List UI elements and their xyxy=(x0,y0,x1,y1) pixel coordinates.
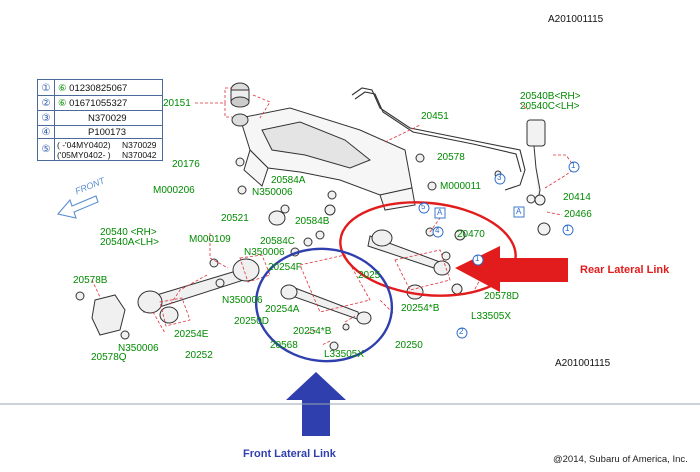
part-label: 20414 xyxy=(563,192,591,203)
part-label: N350006 xyxy=(252,187,293,198)
square-ref-a: A xyxy=(516,207,522,216)
part-label: 20254F xyxy=(268,262,302,273)
rear-lateral-link-part xyxy=(367,227,466,295)
part-label: 20584A xyxy=(271,175,306,186)
part-label: N350006 xyxy=(244,247,285,258)
front-lateral-link-part xyxy=(280,284,372,351)
part-label: N350006 xyxy=(222,295,263,306)
legend-divider xyxy=(38,110,162,111)
legend-row-5b-code: N370042 xyxy=(122,150,157,160)
front-lateral-link-caption: Front Lateral Link xyxy=(243,448,336,460)
part-label: 20584B xyxy=(295,216,330,227)
legend-num: ③ xyxy=(41,113,51,124)
part-label: 20584C xyxy=(260,236,296,247)
part-label: 20578D xyxy=(484,291,520,302)
ref-3: 3 xyxy=(497,173,502,182)
rear-lateral-link-caption: Rear Lateral Link xyxy=(580,264,670,276)
legend-row-5a-code: N370029 xyxy=(122,140,157,150)
small-fasteners xyxy=(235,153,437,300)
part-label: 20578B xyxy=(73,275,108,286)
part-label: M000206 xyxy=(153,185,195,196)
part-label: 20540C<LH> xyxy=(520,101,580,112)
part-label: 2025 xyxy=(358,270,381,281)
ref-1: 1 xyxy=(571,161,576,170)
part-label: 20254A xyxy=(265,304,300,315)
ref-1: 1 xyxy=(565,224,570,233)
part-label: M000109 xyxy=(189,234,231,245)
part-label: 20521 xyxy=(221,213,249,224)
legend-row-1: ⑥ 01230825067 xyxy=(58,83,128,94)
legend-row-5b: ('05MY0402- ) xyxy=(57,150,111,160)
part-label: M000011 xyxy=(440,181,481,192)
part-label: 20578Q xyxy=(91,352,127,363)
part-label: 20252 xyxy=(185,350,213,361)
part-label: 20540B<RH> xyxy=(520,91,581,102)
part-label: 20578 xyxy=(437,152,465,163)
legend-num: ② xyxy=(41,98,51,109)
part-label: 20568 xyxy=(270,340,298,351)
ref-2: 2 xyxy=(459,327,464,336)
square-refs xyxy=(434,206,525,219)
ref-4: 4 xyxy=(435,226,440,235)
stabilizer-bar xyxy=(351,87,526,191)
diagram-id-bottom: A201001115 xyxy=(555,358,611,369)
legend-num: ④ xyxy=(41,127,51,138)
legend-divider xyxy=(38,125,162,126)
legend-divider xyxy=(54,80,55,160)
legend-num: ⑤ xyxy=(41,144,51,155)
part-label: 20466 xyxy=(564,209,592,220)
part-label: 20151 xyxy=(163,98,191,109)
diagram-id-top: A201001115 xyxy=(548,14,604,25)
legend-row-2: ⑥ 01671055327 xyxy=(58,98,128,109)
part-label: 20250D xyxy=(234,316,270,327)
part-label: 20254E xyxy=(174,329,209,340)
part-label: L33505X xyxy=(471,311,512,322)
part-label: 20540 <RH> xyxy=(100,227,157,238)
part-label: 20254*B xyxy=(293,326,332,337)
front-lateral-link-highlight xyxy=(254,247,394,363)
red-callout-arrow-icon xyxy=(455,246,568,292)
part-label: N350006 xyxy=(118,343,159,354)
circle-refs xyxy=(418,161,580,339)
copyright-text: @2014, Subaru of America, Inc. xyxy=(553,454,688,465)
crossmember xyxy=(230,82,416,211)
part-label: 20176 xyxy=(172,159,200,170)
part-label: 20250 xyxy=(395,340,423,351)
part-label: L33505X xyxy=(324,349,365,360)
legend-row-4: P100173 xyxy=(88,127,127,138)
legend-row-3: N370029 xyxy=(88,113,127,124)
detail-boxes xyxy=(159,249,451,327)
legend-table: ① ⑥ 01230825067 ② ⑥ 01671055327 ③ N37002… xyxy=(37,79,163,161)
part-label: 20540A<LH> xyxy=(100,237,159,248)
part-label: 20254*B xyxy=(401,303,440,314)
square-ref-a: A xyxy=(437,208,443,217)
front-arrow-icon xyxy=(56,195,99,219)
ref-5: 5 xyxy=(421,202,426,211)
part-label: 20470 xyxy=(457,229,485,240)
ref-1: 1 xyxy=(475,254,480,263)
legend-row-5a: ( -'04MY0402) xyxy=(57,140,111,150)
part-label: 20451 xyxy=(421,111,449,122)
legend-num: ① xyxy=(41,83,51,94)
legend-divider xyxy=(38,95,162,96)
legend-divider xyxy=(38,138,162,139)
